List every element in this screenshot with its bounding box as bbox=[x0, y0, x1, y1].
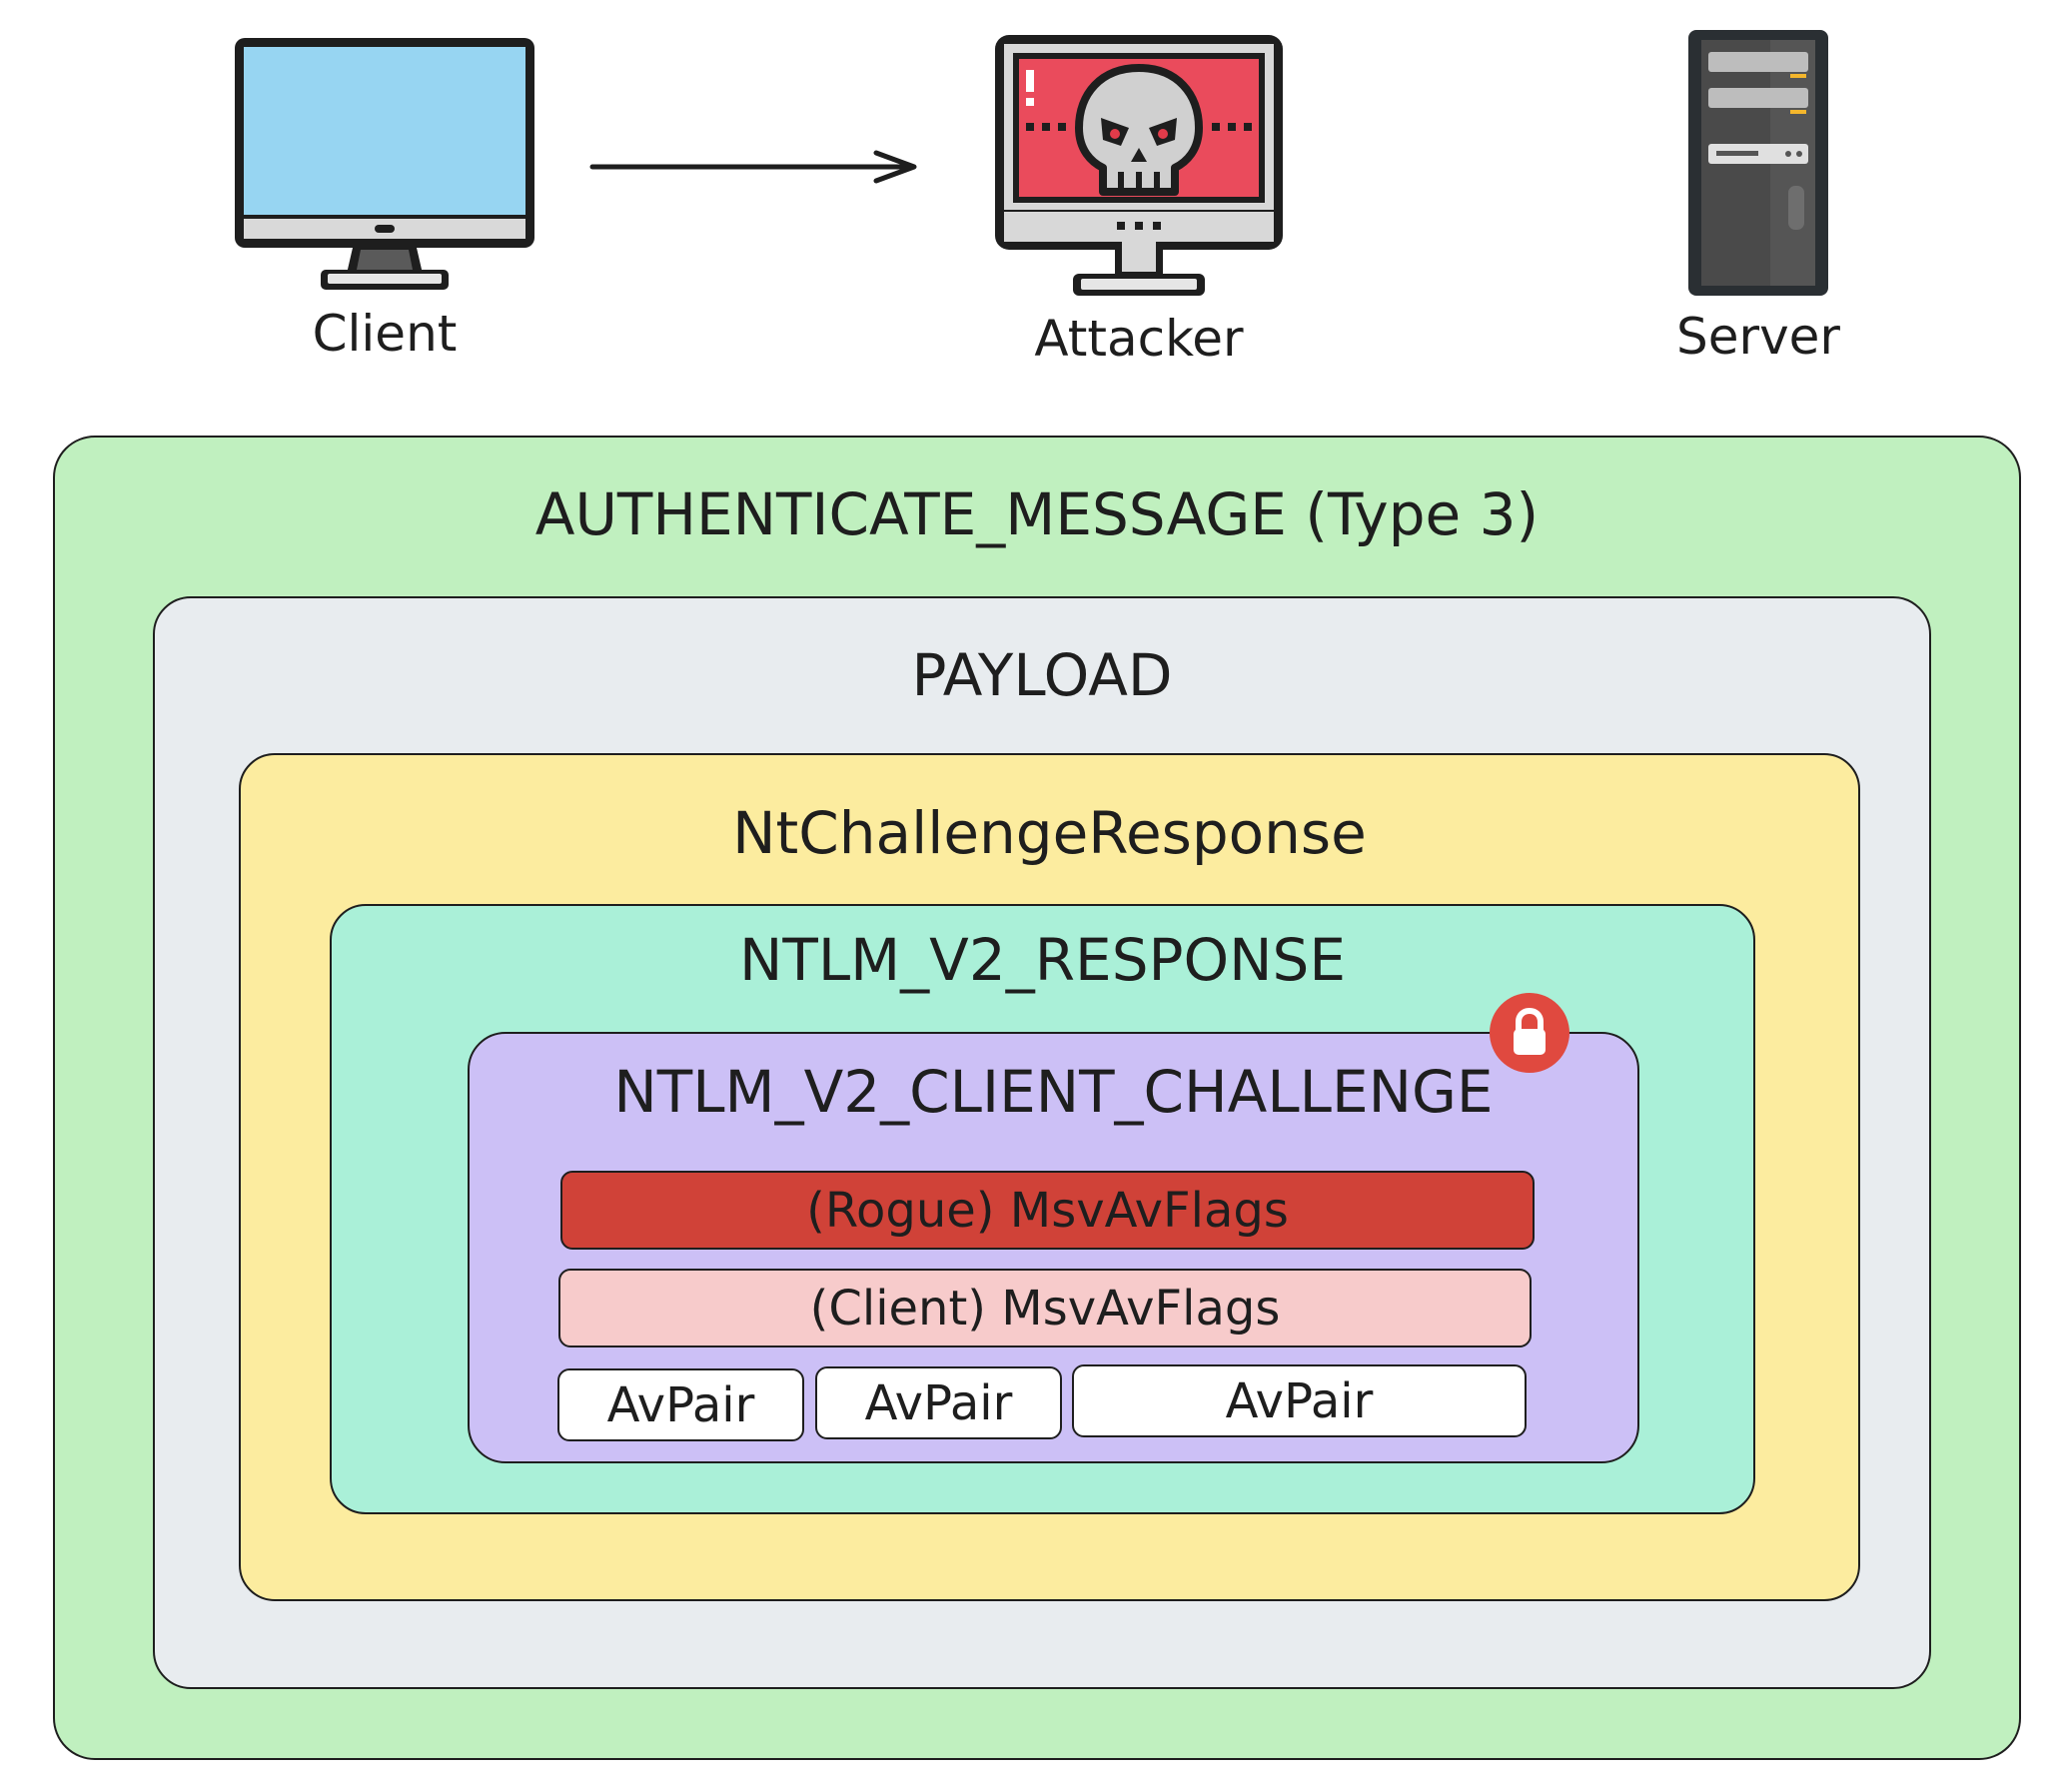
avpair-field: AvPair bbox=[815, 1366, 1062, 1439]
server-tower-icon bbox=[1688, 30, 1828, 296]
server-node: Server bbox=[1638, 28, 1878, 375]
client-label: Client bbox=[312, 305, 458, 363]
attacker-node: Attacker bbox=[989, 30, 1289, 375]
client-msvavflags-field: (Client) MsvAvFlags bbox=[558, 1269, 1532, 1347]
request-arrow bbox=[589, 150, 917, 184]
avpair-field: AvPair bbox=[557, 1368, 804, 1441]
rogue-msvavflags-field: (Rogue) MsvAvFlags bbox=[560, 1171, 1535, 1250]
ntlm-v2-client-challenge-title: NTLM_V2_CLIENT_CHALLENGE bbox=[613, 1058, 1494, 1126]
skull-monitor-icon bbox=[995, 35, 1283, 296]
payload-title: PAYLOAD bbox=[911, 641, 1173, 709]
nt-challenge-response-title: NtChallengeResponse bbox=[732, 799, 1367, 867]
lock-badge bbox=[1490, 993, 1569, 1073]
avpair-field: AvPair bbox=[1072, 1364, 1527, 1437]
client-node: Client bbox=[225, 30, 544, 370]
padlock-icon bbox=[1514, 1007, 1546, 1055]
authenticate-message-title: AUTHENTICATE_MESSAGE (Type 3) bbox=[534, 480, 1540, 548]
attacker-label: Attacker bbox=[1034, 310, 1244, 368]
ntlm-v2-response-title: NTLM_V2_RESPONSE bbox=[739, 926, 1346, 994]
desktop-monitor-icon bbox=[235, 38, 534, 290]
server-label: Server bbox=[1676, 308, 1840, 366]
